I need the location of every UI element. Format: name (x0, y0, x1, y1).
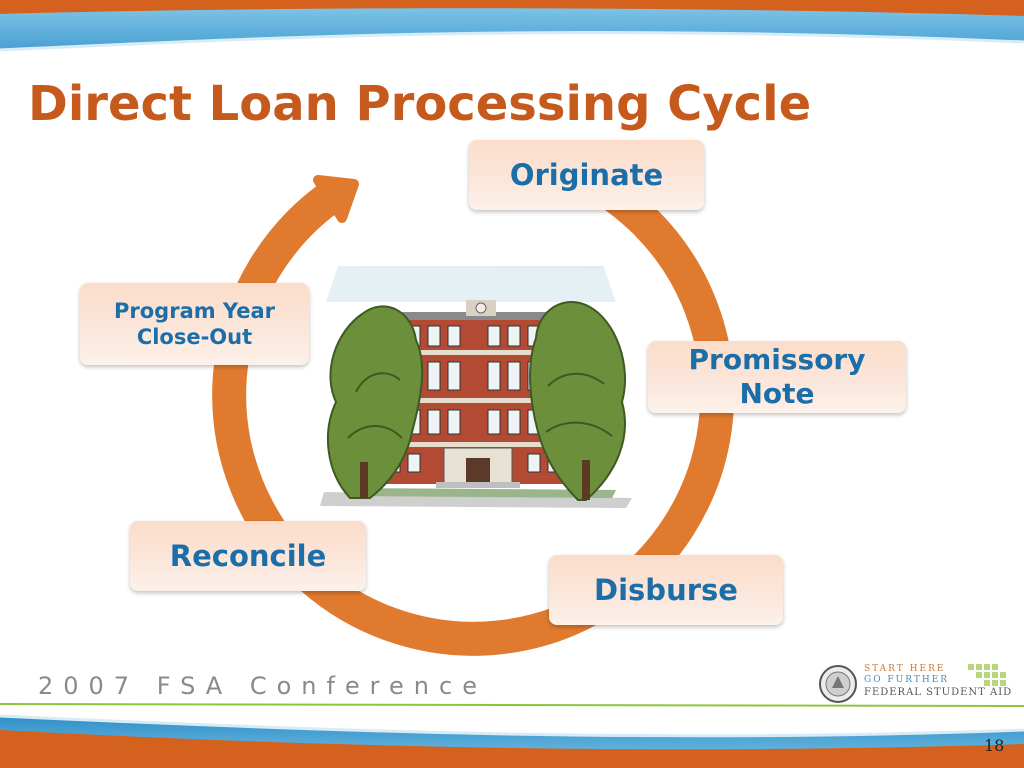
page-number: 18 (984, 736, 1005, 755)
node-program-year-close-out: Program Year Close-Out (80, 283, 309, 365)
node-disburse: Disburse (549, 555, 783, 625)
node-label: Disburse (594, 573, 738, 607)
top-banner (0, 0, 1024, 70)
organization-name: FEDERAL STUDENT AID (864, 687, 1013, 698)
bottom-banner (0, 703, 1024, 768)
tagline-start-here: START HERE (864, 664, 946, 674)
node-promissory-note: Promissory Note (648, 341, 906, 413)
node-label: Originate (509, 158, 664, 192)
logo-squares-icon (968, 664, 1006, 686)
fsa-logo: START HERE GO FURTHER FEDERAL STUDENT AI… (818, 660, 1014, 706)
tagline-go-further: GO FURTHER (864, 675, 950, 685)
campus-building-illustration (320, 266, 632, 508)
node-reconcile: Reconcile (130, 521, 366, 591)
slide-title: Direct Loan Processing Cycle (28, 76, 812, 132)
conference-name: 2007 FSA Conference (38, 672, 487, 700)
node-originate: Originate (469, 140, 704, 210)
node-label: Promissory Note (688, 343, 866, 410)
node-label: Program Year Close-Out (114, 299, 275, 349)
department-seal-icon (819, 665, 857, 703)
node-label: Reconcile (169, 539, 327, 573)
